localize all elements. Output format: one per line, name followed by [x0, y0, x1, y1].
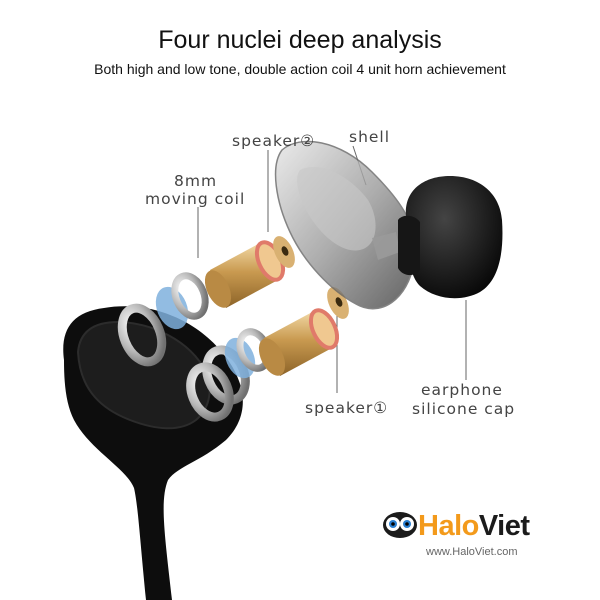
label-moving-coil: moving coil: [145, 190, 246, 208]
watermark-url: www.HaloViet.com: [426, 546, 518, 558]
earphone-body: [63, 306, 243, 600]
label-earphone: earphone: [421, 381, 503, 399]
shell: [274, 140, 416, 310]
moving-coil-upper: [204, 236, 295, 308]
moving-coil-lower: [258, 287, 349, 376]
label-speaker-1: speaker①: [305, 399, 389, 417]
label-speaker-2: speaker②: [232, 132, 316, 150]
owl-logo-icon: [383, 512, 417, 538]
watermark-brand-part2: Viet: [478, 510, 530, 542]
page-subtitle: Both high and low tone, double action co…: [94, 61, 506, 77]
label-coil-size: 8mm: [174, 172, 218, 190]
page-title: Four nuclei deep analysis: [158, 26, 442, 54]
label-silicone-cap: silicone cap: [412, 400, 516, 418]
ring-stack-top: [117, 272, 209, 367]
watermark-brand-part1: Halo: [418, 510, 479, 542]
watermark-brand: HaloViet: [418, 510, 530, 543]
silicone-cap: [398, 176, 503, 299]
label-shell: shell: [349, 128, 391, 146]
